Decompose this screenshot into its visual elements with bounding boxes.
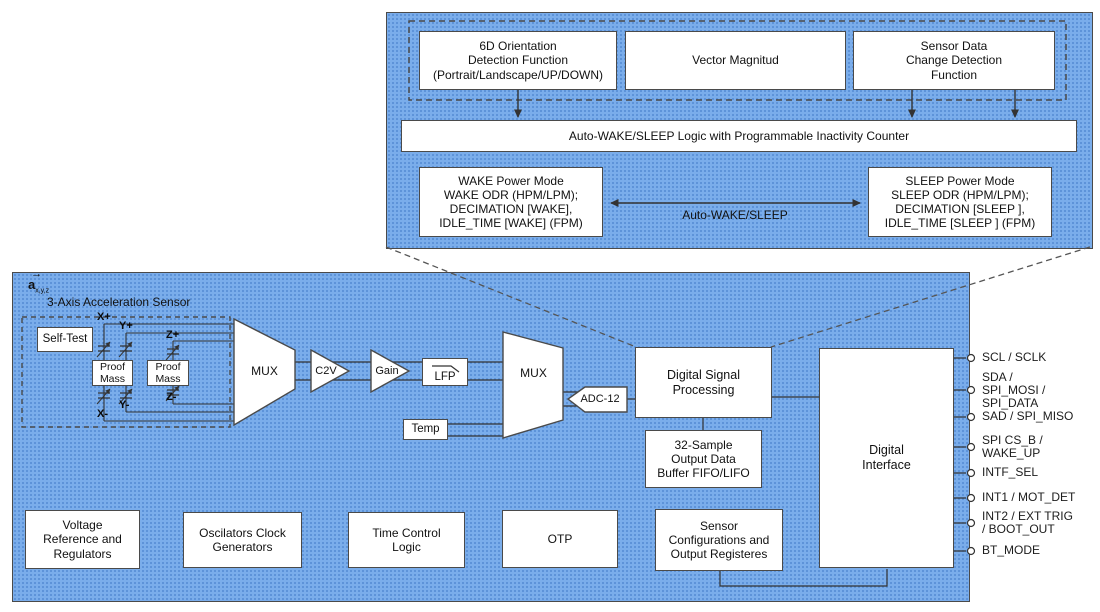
sleep-power-mode-box: SLEEP Power Mode SLEEP ODR (HPM/LPM); DE… bbox=[868, 167, 1052, 237]
temp-sensor-box: Temp bbox=[403, 419, 448, 440]
voltage-reference-box: Voltage Reference and Regulators bbox=[25, 510, 140, 569]
sensor-data-change-box: Sensor Data Change Detection Function bbox=[853, 31, 1055, 90]
auto-wake-sleep-logic-bar: Auto-WAKE/SLEEP Logic with Programmable … bbox=[401, 120, 1077, 152]
gain-label: Gain bbox=[375, 365, 399, 377]
digital-interface-box: Digital Interface bbox=[819, 348, 954, 568]
auto-wake-sleep-arrow-label: Auto-WAKE/SLEEP bbox=[682, 208, 788, 222]
pin-label-int1: INT1 / MOT_DET bbox=[982, 490, 1076, 504]
acceleration-vector-symbol: →ax,y,z bbox=[28, 268, 50, 295]
fifo-buffer-box: 32-Sample Output Data Buffer FIFO/LIFO bbox=[645, 430, 762, 488]
electrode-label-z-plus: Z+ bbox=[166, 329, 180, 341]
vector-subscript: x,y,z bbox=[35, 287, 50, 295]
pin-label-bt-mode: BT_MODE bbox=[982, 543, 1041, 557]
oscillators-clock-box: Oscilators Clock Generators bbox=[183, 512, 302, 568]
electrode-label-x-minus: X- bbox=[97, 408, 108, 420]
sensor-title: 3-Axis Acceleration Sensor bbox=[47, 295, 191, 309]
c2v-label: C2V bbox=[315, 365, 337, 377]
pin-label-spi-cs-b: SPI CS_B / WAKE_UP bbox=[982, 433, 1043, 460]
lfp-label: LFP bbox=[434, 370, 456, 383]
time-control-logic-box: Time Control Logic bbox=[348, 512, 465, 568]
vector-a: a bbox=[28, 277, 36, 292]
lfp-filter-box: LFP bbox=[422, 358, 468, 386]
pin-label-sda-spi: SDA / SPI_MOSI / SPI_DATA bbox=[982, 370, 1046, 410]
electrode-label-y-plus: Y+ bbox=[119, 320, 133, 332]
self-test-box: Self-Test bbox=[37, 327, 93, 352]
wake-power-mode-box: WAKE Power Mode WAKE ODR (HPM/LPM); DECI… bbox=[419, 167, 603, 237]
orientation-detection-box: 6D Orientation Detection Function (Portr… bbox=[419, 31, 617, 90]
mux2-label: MUX bbox=[520, 366, 547, 380]
electrode-label-x-plus: X+ bbox=[97, 311, 111, 323]
proof-mass-box-z: Proof Mass bbox=[147, 360, 189, 386]
dsp-box: Digital Signal Processing bbox=[635, 347, 772, 418]
mux1-label: MUX bbox=[251, 364, 278, 378]
proof-mass-box-xy: Proof Mass bbox=[92, 360, 133, 386]
electrode-label-z-minus: Z- bbox=[166, 391, 177, 403]
otp-box: OTP bbox=[502, 510, 618, 568]
pin-label-sad-miso: SAD / SPI_MISO bbox=[982, 409, 1074, 423]
pin-label-int2: INT2 / EXT TRIG / BOOT_OUT bbox=[982, 509, 1073, 536]
vector-arrow-icon: → bbox=[31, 268, 42, 280]
sensor-configurations-box: Sensor Configurations and Output Registe… bbox=[655, 509, 783, 571]
electrode-label-y-minus: Y- bbox=[119, 399, 130, 411]
pin-label-scl-sclk: SCL / SCLK bbox=[982, 350, 1047, 364]
pin-label-intf-sel: INTF_SEL bbox=[982, 465, 1039, 479]
adc-label: ADC-12 bbox=[580, 393, 620, 405]
vector-magnitude-box: Vector Magnitud bbox=[625, 31, 846, 90]
